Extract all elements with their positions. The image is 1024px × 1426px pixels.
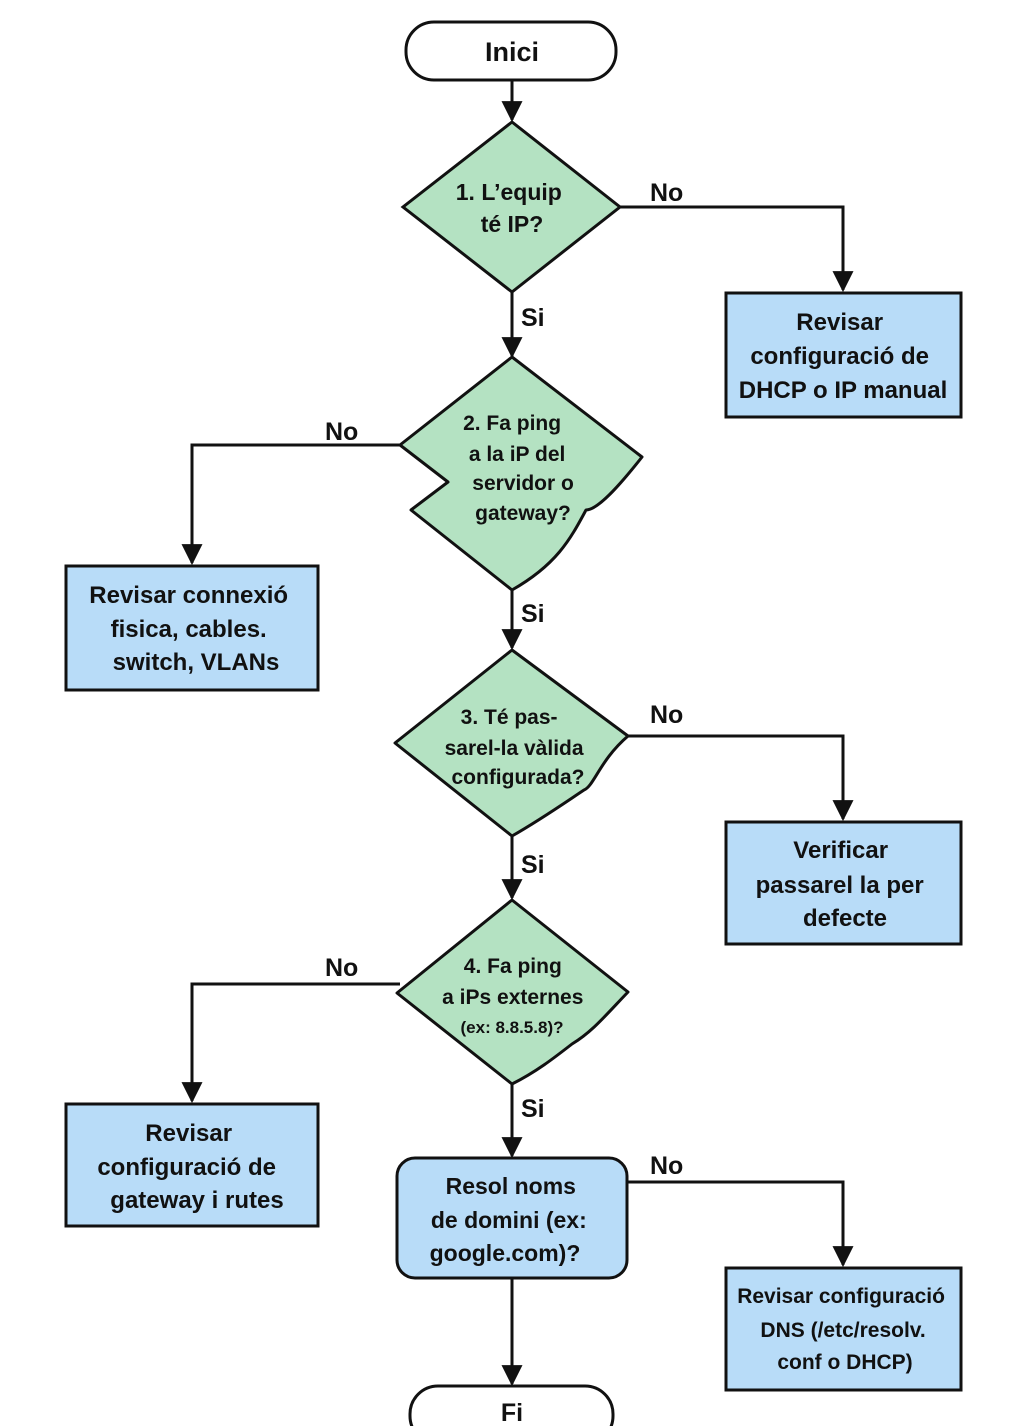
dns-question-line: de domini (ex: xyxy=(431,1207,587,1233)
start-label: Inici xyxy=(485,37,539,67)
edge-label-no: No xyxy=(325,418,358,446)
action-box-physical: Revisar connexió fisica, cables. switch,… xyxy=(64,564,320,692)
decision-2-line: gateway? xyxy=(475,502,571,525)
svg-text:1. L’equip té IP?: 1. L’equip té IP? xyxy=(456,179,568,237)
start-terminal: Inici xyxy=(404,20,618,82)
svg-text:2. Fa ping a la iP del: 2. Fa ping a la iP del servidor o gatewa… xyxy=(463,412,580,525)
svg-text:Revisar configuració de: Revisar configuració de DHCP o IP manual xyxy=(739,309,948,404)
decision-4: 4. Fa ping a iPs externes (ex: 8.8.5.8)? xyxy=(395,898,630,1086)
action-line: conf o DHCP) xyxy=(777,1351,912,1374)
edge-label-yes: Si xyxy=(521,1095,545,1123)
edge-label-no: No xyxy=(325,954,358,982)
decision-3-line: 3. Té pas- xyxy=(461,706,558,729)
action-box-dhcp: Revisar configuració de DHCP o IP manual xyxy=(724,291,963,419)
svg-text:3. Té pas- sarel-la vàli: 3. Té pas- sarel-la vàlida configurada? xyxy=(445,706,590,789)
dns-question-box: Resol noms de domini (ex: google.com)? xyxy=(395,1156,629,1280)
edge-labels: No Si No Si No Si No Si No xyxy=(325,179,683,1180)
decision-1-line: té IP? xyxy=(481,211,544,237)
decision-3: 3. Té pas- sarel-la vàlida configurada? xyxy=(393,648,630,838)
edge-label-yes: Si xyxy=(521,600,545,628)
decision-3-line: configurada? xyxy=(451,766,584,789)
svg-text:4. Fa ping a iPs externe: 4. Fa ping a iPs externes (ex: 8.8.5.8)? xyxy=(442,955,588,1037)
decision-2-line: 2. Fa ping xyxy=(463,412,561,435)
action-line: Revisar xyxy=(796,309,883,336)
action-line: DNS (/etc/resolv. xyxy=(760,1319,925,1342)
end-label: Fi xyxy=(501,1399,523,1426)
svg-text:Verificar passarel la pe: Verificar passarel la per defecte xyxy=(756,837,931,932)
dns-question-line: google.com)? xyxy=(430,1240,581,1266)
end-terminal: Fi xyxy=(408,1384,615,1426)
action-box-gateway-default: Verificar passarel la per defecte xyxy=(724,820,963,946)
action-line: fisica, cables. xyxy=(111,616,267,643)
decision-4-line: 4. Fa ping xyxy=(464,955,562,978)
action-line: Revisar configuració xyxy=(737,1285,945,1308)
svg-text:Revisar configuració de: Revisar configuració de gateway i rutes xyxy=(97,1120,283,1214)
action-line: switch, VLANs xyxy=(113,649,280,676)
edge-label-no: No xyxy=(650,701,683,729)
action-line: Revisar xyxy=(145,1120,232,1147)
svg-text:Revisar configuració DNS: Revisar configuració DNS (/etc/resolv. c… xyxy=(737,1285,951,1374)
edge-label-yes: Si xyxy=(521,304,545,332)
edge-d4-no xyxy=(181,982,400,1104)
edge-d3-no xyxy=(628,734,854,822)
decision-3-line: sarel-la vàlida xyxy=(445,737,584,760)
edge-label-no: No xyxy=(650,179,683,207)
decision-2: 2. Fa ping a la iP del servidor o gatewa… xyxy=(398,355,644,592)
dns-question-line: Resol noms xyxy=(446,1173,576,1199)
action-line: passarel la per xyxy=(756,872,924,899)
decision-4-line: (ex: 8.8.5.8)? xyxy=(461,1018,564,1037)
action-line: configuració de xyxy=(750,343,929,370)
edge-label-yes: Si xyxy=(521,851,545,879)
action-line: defecte xyxy=(803,905,887,932)
action-box-dns: Revisar configuració DNS (/etc/resolv. c… xyxy=(724,1266,963,1392)
action-line: gateway i rutes xyxy=(110,1187,283,1214)
action-line: Revisar connexió xyxy=(89,582,288,609)
action-line: Verificar xyxy=(793,837,888,864)
edge-label-no: No xyxy=(650,1152,683,1180)
edge-d2-no xyxy=(181,443,400,566)
edge-dns-no xyxy=(627,1180,854,1268)
action-line: configuració de xyxy=(97,1154,276,1181)
action-line: DHCP o IP manual xyxy=(739,377,948,404)
connectors xyxy=(181,80,854,1387)
decision-1-line: 1. L’equip xyxy=(456,179,562,205)
decision-2-line: a la iP del xyxy=(469,443,566,466)
svg-text:Resol noms de domini (ex: Resol noms de domini (ex: google.com)? xyxy=(430,1173,594,1266)
edge-d1-no xyxy=(620,205,854,293)
action-box-routes: Revisar configuració de gateway i rutes xyxy=(64,1102,320,1228)
decision-1: 1. L’equip té IP? xyxy=(400,120,623,294)
decision-4-line: a iPs externes xyxy=(442,986,583,1009)
decision-2-line: servidor o xyxy=(472,472,574,495)
svg-text:Revisar connexió fisica,: Revisar connexió fisica, cables. switch,… xyxy=(89,582,294,676)
